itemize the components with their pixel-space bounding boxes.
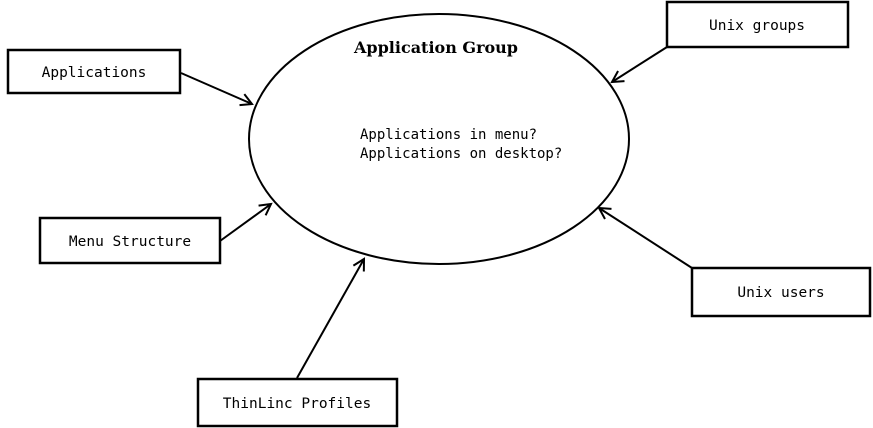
unix-groups-box: [665, 0, 850, 49]
menu-structure-label: Menu Structure: [69, 234, 191, 250]
arrow-thinlinc-profiles-to-group: [296, 257, 366, 379]
thinlinc-profiles-box: [196, 377, 399, 428]
arrow-applications-to-group: [180, 72, 254, 107]
ellipse-question-menu: Applications in menu?: [360, 127, 537, 143]
arrow-menu-structure-to-group: [219, 202, 273, 242]
thinlinc-profiles-label: ThinLinc Profiles: [223, 396, 371, 412]
arrow-unix-users-to-group: [597, 206, 693, 269]
ellipse-title: Application Group: [353, 38, 518, 57]
node-unix-groups: Unix groups: [665, 0, 850, 49]
node-unix-users: Unix users: [690, 266, 872, 318]
applications-label: Applications: [42, 65, 147, 81]
ellipse-question-desktop: Applications on desktop?: [360, 146, 562, 162]
unix-groups-label: Unix groups: [709, 18, 805, 34]
unix-users-box: [690, 266, 872, 318]
node-thinlinc-profiles: ThinLinc Profiles: [196, 377, 399, 428]
arrow-unix-groups-to-group: [610, 46, 668, 84]
unix-users-label: Unix users: [737, 285, 824, 301]
node-menu-structure: Menu Structure: [38, 216, 222, 265]
applications-box: [6, 48, 182, 95]
application-group-ellipse: [248, 13, 630, 265]
node-applications: Applications: [6, 48, 182, 95]
menu-structure-box: [38, 216, 222, 265]
